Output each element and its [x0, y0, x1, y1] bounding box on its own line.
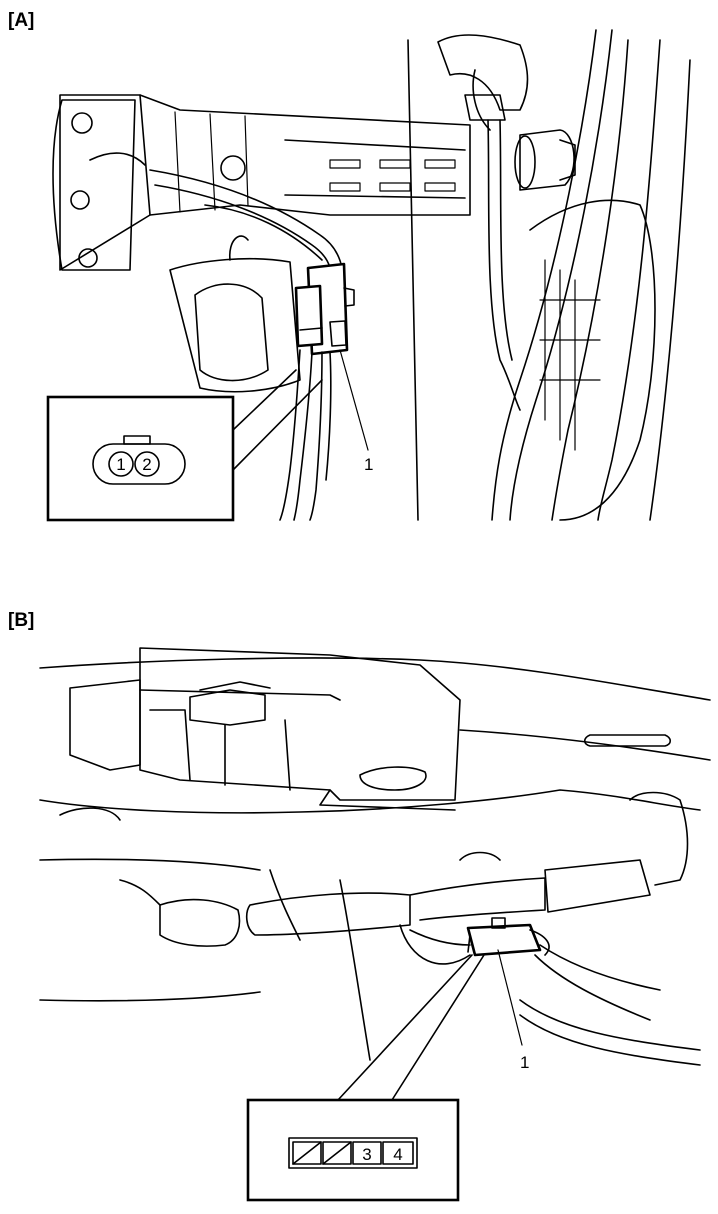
inset-b: 3 4	[246, 1098, 460, 1202]
panel-a-label: [A]	[8, 10, 35, 31]
pin-4-label: 4	[393, 1145, 402, 1164]
connector-b	[466, 917, 550, 957]
connector-a	[294, 262, 355, 356]
callout-a-leader	[339, 349, 369, 451]
pin-1-circle	[108, 451, 134, 477]
pin-3-label: 3	[362, 1145, 371, 1164]
callout-b-number: 1	[520, 1053, 529, 1072]
callout-b-leader	[497, 949, 523, 1046]
pin-2-circle	[134, 451, 160, 477]
pin-2-label: 2	[142, 455, 151, 474]
inset-a: 1 2	[46, 395, 235, 522]
pin-1-label: 1	[116, 455, 125, 474]
panel-b-drawing: 3 4 1	[39, 647, 711, 1202]
callout-a-number: 1	[364, 455, 373, 474]
panel-a-drawing: 1 2 1	[46, 29, 691, 522]
panel-b-label: [B]	[8, 610, 35, 631]
